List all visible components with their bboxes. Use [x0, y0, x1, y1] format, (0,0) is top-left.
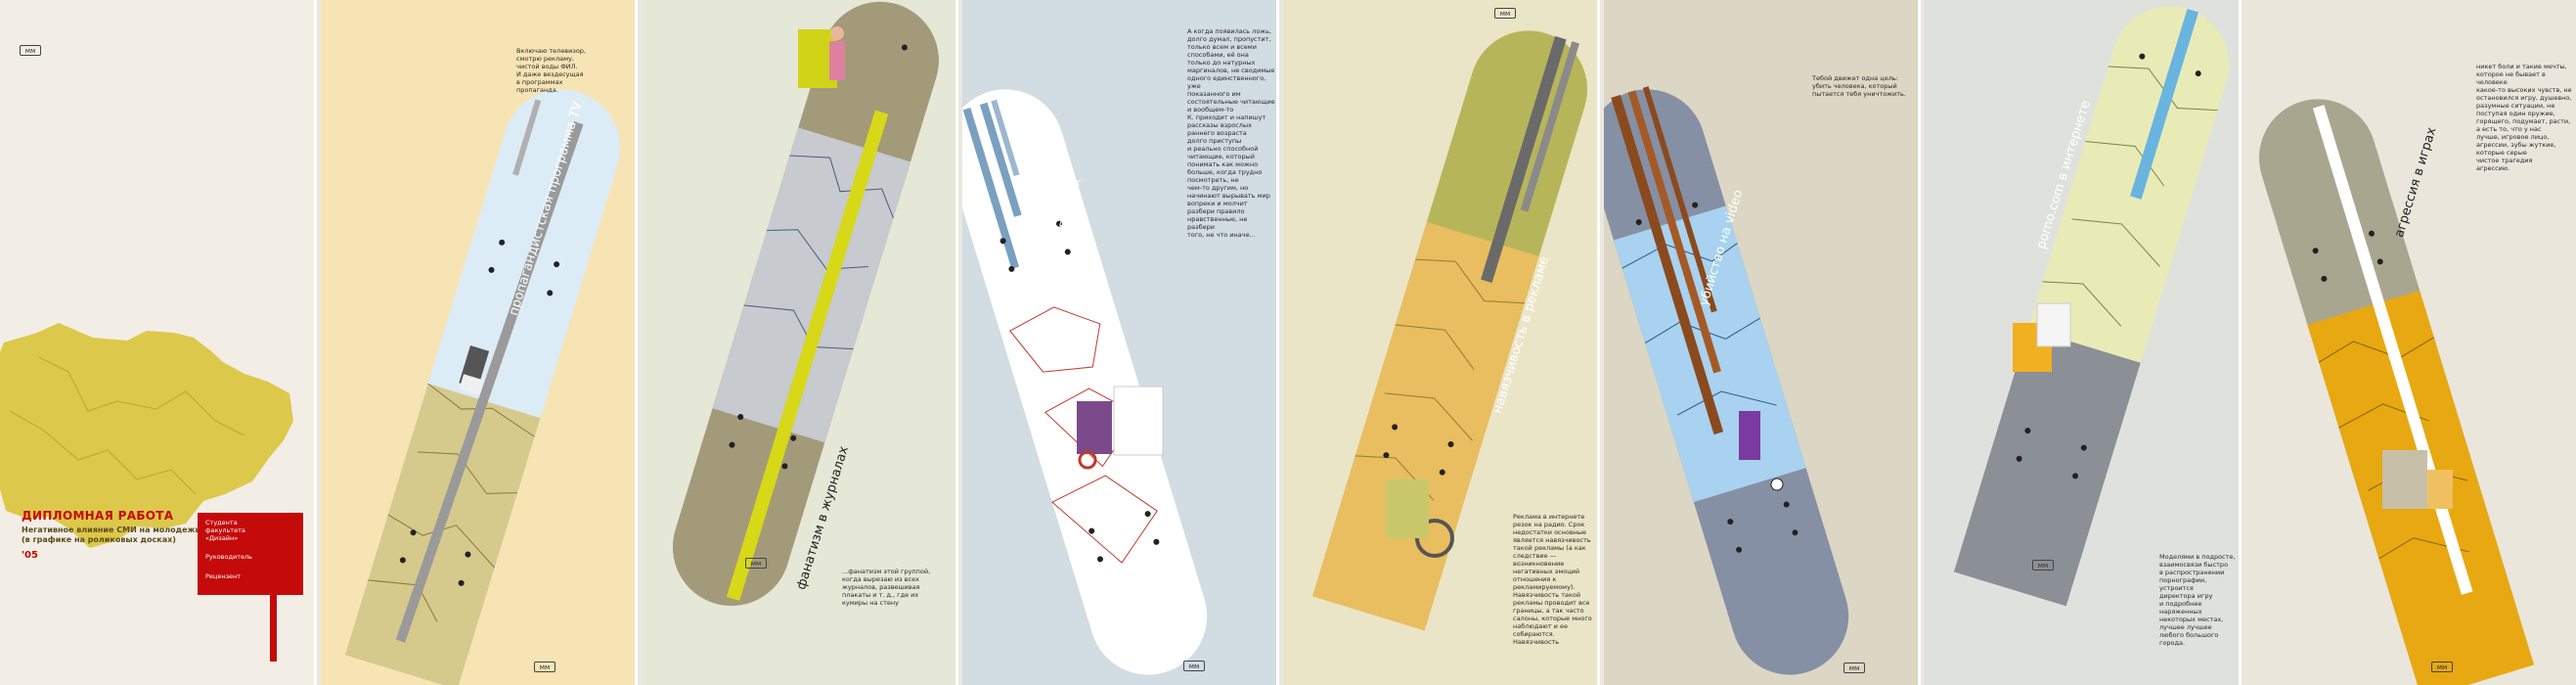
board-tv-logo: ᴍᴍ	[534, 662, 555, 672]
panel-board-video: Тебой движет одна цель: убить человека, …	[1604, 0, 1921, 685]
board-internet-text: Моделями в подросте, взаимосвязи быстро …	[2159, 553, 2236, 647]
panel-board-newspapers: А когда появилась ложь, долго думал, про…	[962, 0, 1279, 685]
panel-board-magazines: фанатизм в журналах ...фанатизм этой гру…	[642, 0, 958, 685]
figure-cyclist	[1077, 401, 1112, 454]
board-video-logo: ᴍᴍ	[1843, 662, 1865, 673]
credits-box-stem	[270, 587, 277, 662]
thesis-subtitle: Негативное влияние СМИ на молодежь (в гр…	[22, 525, 200, 544]
board-newspapers-text: А когда появилась ложь, долго думал, про…	[1187, 27, 1275, 239]
skateboard-video	[1604, 86, 1849, 675]
board-video-text: Тебой движет одна цель: убить человека, …	[1812, 74, 1906, 98]
skateboard-tv	[344, 89, 621, 685]
skateboard-games	[2258, 99, 2535, 685]
credits-student: Студента факультета «Дизайн»	[205, 519, 245, 542]
board-ads-text: Реклама в интернете резок на радио. Срок…	[1513, 513, 1592, 646]
board-internet-logo: ᴍᴍ	[2032, 560, 2054, 571]
thesis-year: '05	[22, 550, 38, 561]
panel-board-internet: porno.com в интернете Моделями в подрост…	[1925, 0, 2242, 685]
board-newspapers-logo: ᴍᴍ	[1183, 661, 1205, 671]
board-games-logo: ᴍᴍ	[2431, 662, 2453, 672]
panel-board-ads: навязчивость в рекламе Реклама в интерне…	[1283, 0, 1600, 685]
thesis-title: ДИПЛОМНАЯ РАБОТА	[22, 509, 174, 523]
studio-logo: ᴍᴍ	[20, 45, 41, 56]
board-tv-text: Включаю телевизор, смотрю рекламу, чисто…	[516, 47, 586, 94]
skateboard-ads	[1311, 30, 1588, 631]
board-magazines-logo: ᴍᴍ	[745, 558, 767, 569]
figure-boy-ball	[1739, 411, 1760, 460]
board-magazines-text: ...фанатизм этой группой, когда вырезаю …	[842, 568, 931, 607]
yellow-shape-illustration	[0, 323, 293, 548]
credits-reviewer: Рецензент	[205, 572, 242, 580]
skateboard-internet	[1953, 6, 2230, 607]
panel-board-tv: Включаю телевизор, смотрю рекламу, чисто…	[321, 0, 638, 685]
credits-box	[198, 513, 303, 595]
figure-girl-head	[830, 26, 844, 40]
board-games-text: никет боли и такие мечты, которое не быв…	[2476, 63, 2572, 172]
skateboard-newspapers	[962, 89, 1208, 675]
panel-board-games: никет боли и такие мечты, которое не быв…	[2245, 0, 2576, 685]
panel-intro: ᴍᴍ ДИПЛОМНАЯ РАБОТА Негативное влияние С…	[0, 0, 317, 685]
credits-supervisor: Руководитель	[205, 553, 252, 561]
board-ads-logo: ᴍᴍ	[1494, 8, 1516, 19]
skateboard-magazines	[672, 1, 939, 607]
